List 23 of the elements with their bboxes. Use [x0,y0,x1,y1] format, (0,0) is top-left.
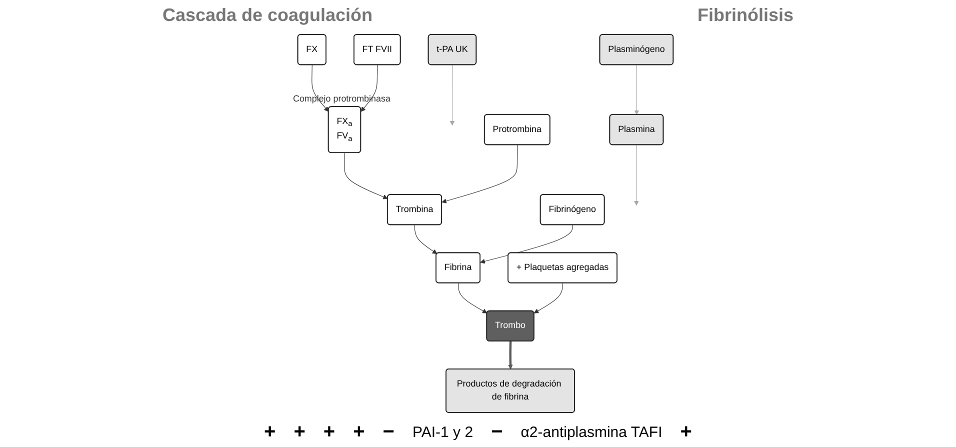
sign-label: + [323,420,336,444]
arrow [634,64,640,115]
arrow [360,64,378,112]
arrow [480,224,573,264]
note-label: PAI-1 y 2 [412,424,474,440]
arrow [634,144,639,206]
arrow [344,152,388,200]
sign-label: + [353,420,365,444]
arrow [442,144,518,204]
arrow [414,224,438,254]
arrow [312,64,329,112]
section-heading: Cascada de coagulación [162,4,373,26]
section-heading: Fibrinólisis [698,4,794,26]
sign-label: + [294,420,306,444]
arrow [450,64,455,126]
sign-label: + [680,420,692,444]
arrow [458,282,488,314]
sign-label: − [491,420,503,444]
note-label: α2-antiplasmina TAFI [520,424,662,440]
sign-label: − [382,420,394,444]
arrow [508,341,513,370]
arrow [534,282,564,314]
sign-label: + [264,420,276,444]
